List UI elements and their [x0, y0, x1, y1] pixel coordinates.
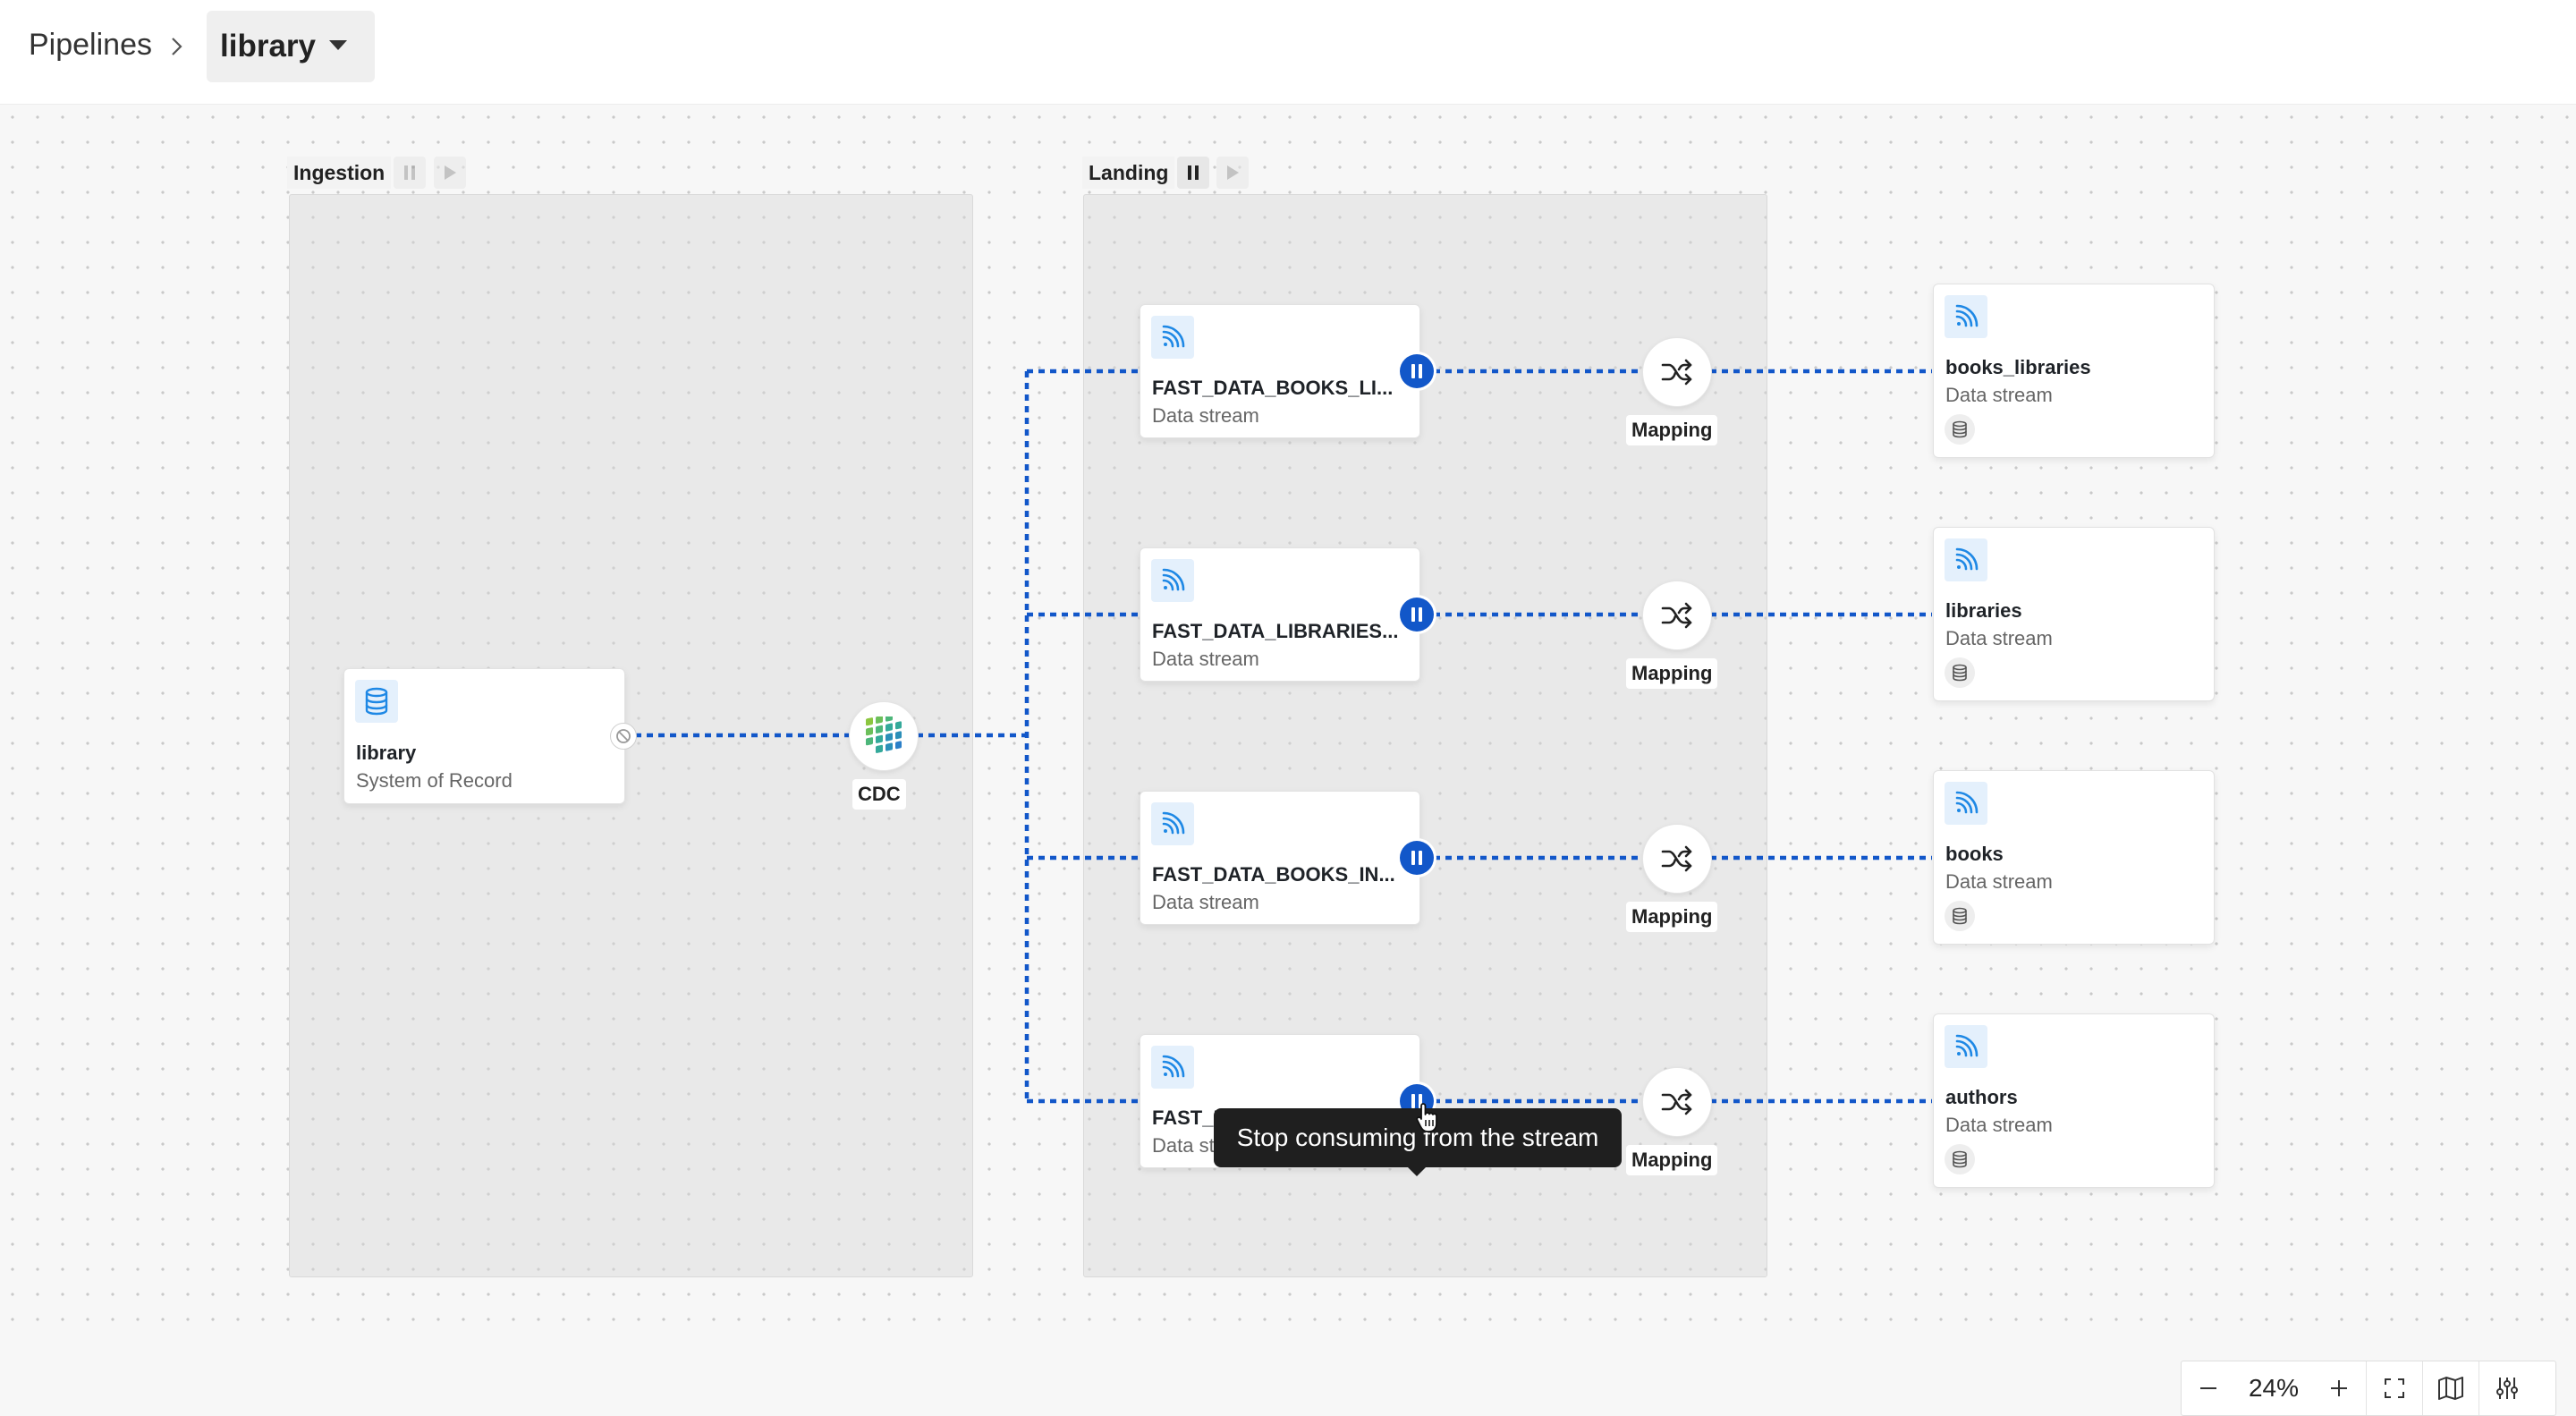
landing-stream-title: FAST_DATA_BOOKS_IN... [1152, 863, 1395, 886]
stream-icon [1945, 295, 1987, 338]
map-icon [2438, 1377, 2463, 1400]
landing-stream-subtitle: Data stream [1152, 891, 1259, 913]
mapping-label: Mapping [1626, 415, 1718, 445]
shuffle-icon [1661, 845, 1692, 872]
target-stream-title: books [1945, 843, 2004, 865]
pause-icon [1411, 851, 1422, 865]
pipeline-selector[interactable]: library [207, 11, 375, 82]
landing-pause-button[interactable] [1177, 157, 1209, 189]
zoom-level: 24% [2248, 1374, 2300, 1402]
source-node-subtitle: System of Record [356, 769, 513, 792]
pause-icon [1411, 364, 1422, 378]
target-stream-node[interactable]: books Data stream [1933, 770, 2215, 945]
mapping-label: Mapping [1626, 1145, 1718, 1175]
stream-icon [1945, 1025, 1987, 1068]
mapping-node[interactable] [1642, 1067, 1712, 1137]
database-icon [355, 680, 398, 723]
stream-icon [1945, 782, 1987, 825]
cdc-connector[interactable] [849, 701, 919, 771]
chevron-right-icon [172, 38, 182, 55]
group-landing-label: Landing [1082, 157, 1175, 189]
target-stream-title: authors [1945, 1086, 2018, 1108]
source-node-title: library [356, 742, 417, 764]
shuffle-icon [1661, 1089, 1692, 1115]
mapping-node[interactable] [1642, 824, 1712, 894]
plus-icon [2331, 1380, 2347, 1396]
fullscreen-icon [2385, 1378, 2404, 1398]
play-icon [1227, 165, 1239, 180]
target-stream-subtitle: Data stream [1945, 384, 2053, 406]
stream-icon [1151, 559, 1194, 602]
pause-stream-tooltip: Stop consuming from the stream [1214, 1108, 1622, 1176]
sliders-icon [2496, 1378, 2518, 1399]
minimap-button[interactable] [2422, 1361, 2479, 1415]
mapping-label: Mapping [1626, 658, 1718, 689]
target-stream-subtitle: Data stream [1945, 1114, 2053, 1136]
zoom-in-button[interactable] [2312, 1361, 2366, 1415]
pause-icon [1411, 607, 1422, 622]
database-icon [1945, 657, 1975, 688]
landing-play-button[interactable] [1216, 157, 1249, 189]
fit-view-button[interactable] [2366, 1361, 2422, 1415]
target-stream-subtitle: Data stream [1945, 870, 2053, 893]
stream-icon [1945, 538, 1987, 581]
target-stream-node[interactable]: libraries Data stream [1933, 527, 2215, 701]
zoom-out-button[interactable] [2182, 1361, 2235, 1415]
target-stream-title: libraries [1945, 599, 2022, 622]
pause-icon [404, 165, 415, 180]
play-icon [445, 165, 456, 180]
pause-icon [1188, 165, 1199, 180]
shuffle-icon [1661, 359, 1692, 386]
stream-icon [1151, 802, 1194, 845]
landing-stream-node[interactable]: FAST_DATA_BOOKS_LI... Data stream [1140, 304, 1420, 438]
mapping-node[interactable] [1642, 337, 1712, 407]
landing-stream-node[interactable]: FAST_DATA_LIBRARIES... Data stream [1140, 547, 1420, 682]
source-disabled-handle[interactable] [610, 723, 637, 750]
database-icon [1945, 414, 1975, 445]
mapping-label: Mapping [1626, 902, 1718, 932]
stream-icon [1151, 1046, 1194, 1089]
caret-down-icon [329, 40, 347, 50]
top-header: Pipelines library [0, 0, 2576, 105]
target-stream-subtitle: Data stream [1945, 627, 2053, 649]
pipeline-selector-label: library [220, 29, 316, 64]
settings-button[interactable] [2479, 1361, 2535, 1415]
stream-icon [1151, 316, 1194, 359]
stream-pause-button[interactable] [1400, 354, 1434, 388]
breadcrumb-pipelines-link[interactable]: Pipelines [29, 28, 152, 62]
landing-stream-title: FAST_DATA_LIBRARIES... [1152, 620, 1399, 642]
pipeline-edges [635, 369, 1932, 1104]
minus-icon [2200, 1387, 2216, 1389]
landing-stream-subtitle: Data stream [1152, 648, 1259, 670]
landing-stream-subtitle: Data stream [1152, 404, 1259, 427]
landing-stream-node[interactable]: FAST_DATA_BOOKS_IN... Data stream [1140, 791, 1420, 925]
source-node-library[interactable]: library System of Record [343, 668, 625, 804]
stream-pause-button[interactable] [1400, 841, 1434, 875]
hand-cursor-icon [1416, 1103, 1437, 1132]
database-icon [1945, 1144, 1975, 1174]
database-icon [1945, 901, 1975, 931]
mapping-node[interactable] [1642, 581, 1712, 650]
group-ingestion-label: Ingestion [287, 157, 392, 189]
ingestion-pause-button[interactable] [394, 157, 426, 189]
target-stream-title: books_libraries [1945, 356, 2091, 378]
target-stream-node[interactable]: books_libraries Data stream [1933, 284, 2215, 458]
ingestion-play-button[interactable] [434, 157, 466, 189]
shuffle-icon [1661, 602, 1692, 629]
cdc-label: CDC [852, 779, 906, 810]
cdc-logo-icon [866, 716, 902, 753]
target-stream-node[interactable]: authors Data stream [1933, 1013, 2215, 1188]
pipeline-canvas[interactable]: Ingestion Landing [0, 105, 2576, 1416]
stream-pause-button[interactable] [1400, 598, 1434, 632]
landing-stream-title: FAST_DATA_BOOKS_LI... [1152, 377, 1394, 399]
zoom-controls: 24% [2181, 1361, 2556, 1416]
block-icon [616, 729, 631, 743]
